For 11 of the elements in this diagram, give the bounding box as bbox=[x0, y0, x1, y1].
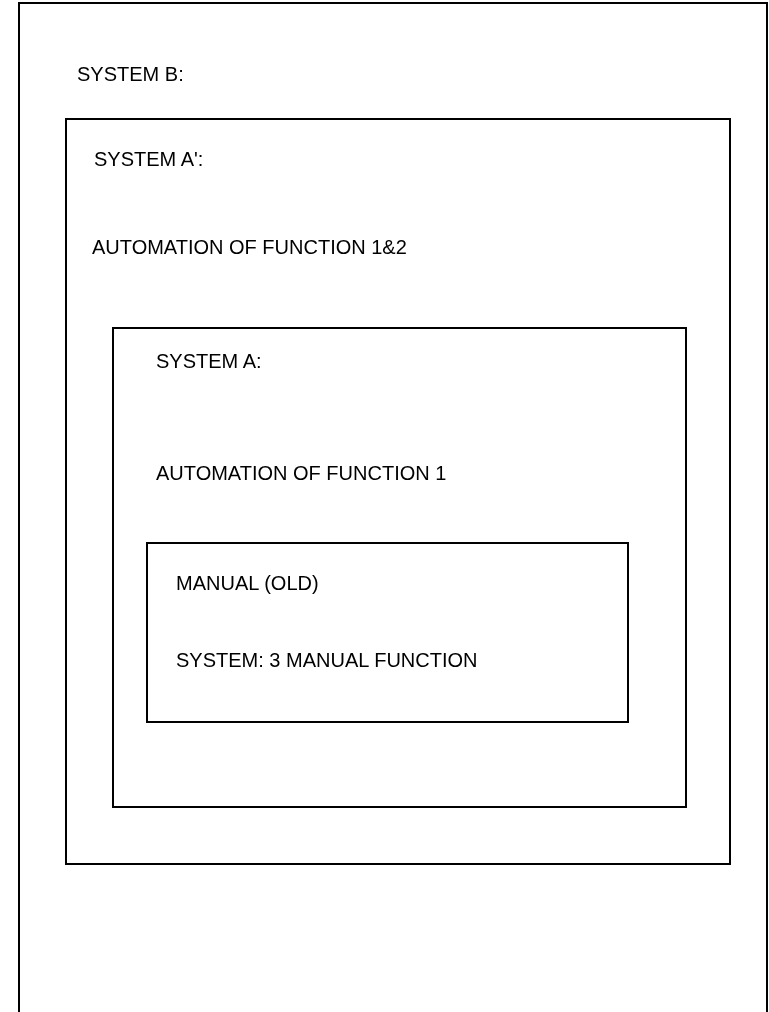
box-heading: SYSTEM A: bbox=[156, 349, 262, 373]
box-heading: SYSTEM B: bbox=[77, 62, 184, 86]
box-text: AUTOMATION OF FUNCTION 1&2 bbox=[92, 235, 407, 259]
nested-box bbox=[146, 542, 629, 723]
nested-box bbox=[65, 118, 731, 865]
box-heading: MANUAL (OLD) bbox=[176, 571, 319, 595]
nested-box bbox=[18, 2, 768, 1012]
box-text: AUTOMATION OF FUNCTION 1 bbox=[156, 461, 447, 485]
box-text: SYSTEM: 3 MANUAL FUNCTION bbox=[176, 648, 478, 672]
box-heading: SYSTEM A': bbox=[94, 147, 204, 171]
nested-box bbox=[112, 327, 687, 808]
